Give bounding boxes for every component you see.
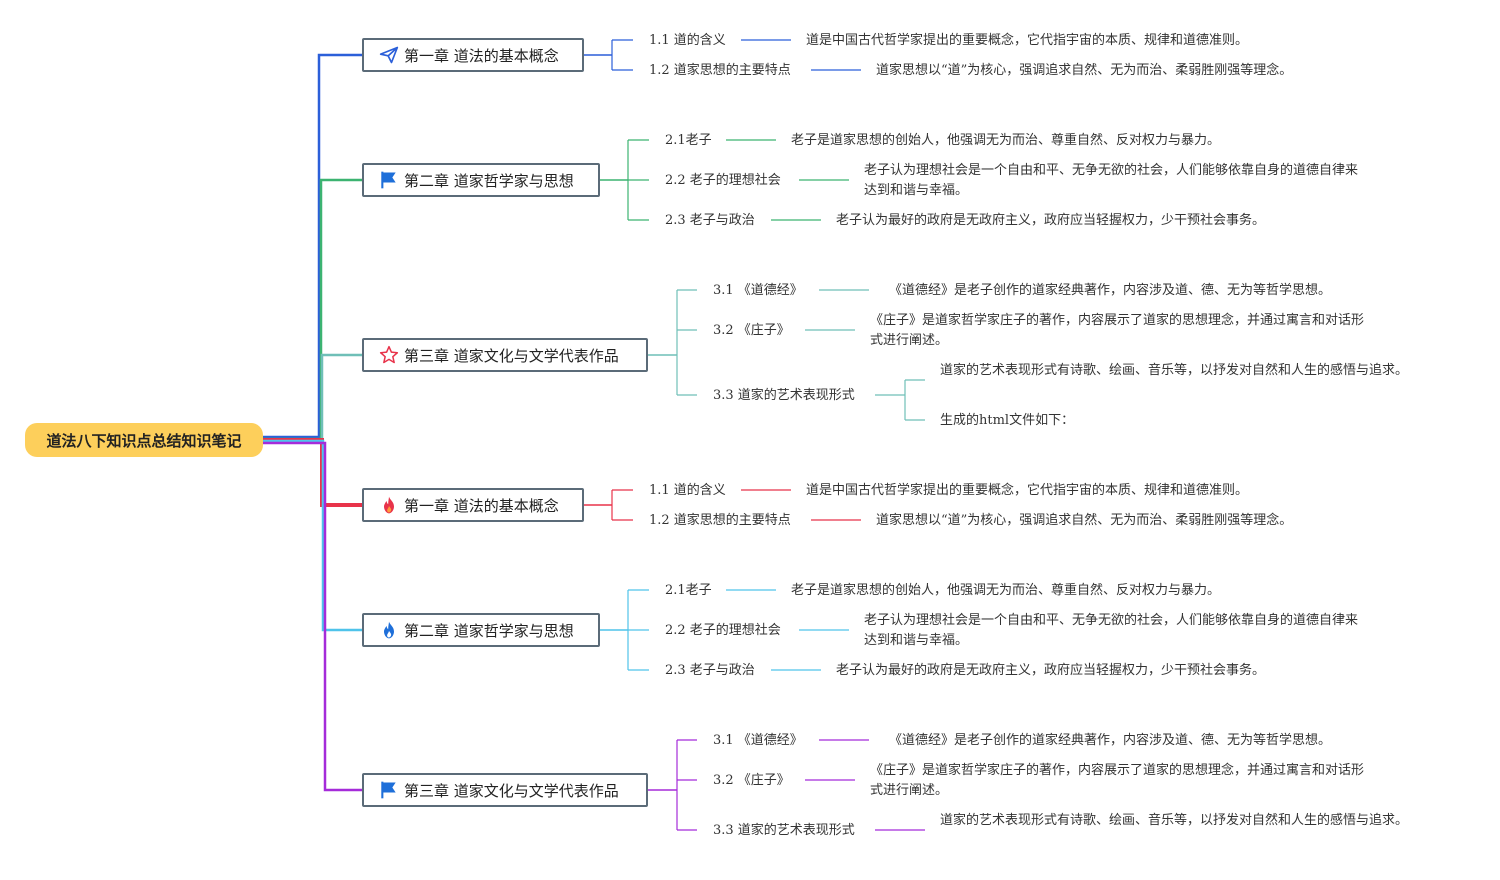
- trunk-connector: [263, 439, 362, 632]
- section-desc: 道家思想以“道”为核心，强调追求自然、无为而治、柔弱胜刚强等理念。: [876, 63, 1293, 78]
- section-desc: 老子认为最好的政府是无政府主义，政府应当轻握权力，少干预社会事务。: [836, 663, 1266, 678]
- section-label[interactable]: 2.3 老子与政治: [665, 663, 755, 678]
- section-desc: 《庄子》是道家哲学家庄子的著作，内容展示了道家的思想理念，并通过寓言和对话形式进…: [870, 763, 1365, 798]
- chapter-label: 第一章 道法的基本概念: [404, 496, 559, 515]
- section-label[interactable]: 2.2 老子的理想社会: [665, 623, 781, 638]
- section-desc: 道家思想以“道”为核心，强调追求自然、无为而治、柔弱胜刚强等理念。: [876, 513, 1293, 528]
- section-label[interactable]: 3.2 《庄子》: [713, 323, 790, 338]
- section-desc: 老子认为最好的政府是无政府主义，政府应当轻握权力，少干预社会事务。: [836, 213, 1266, 228]
- section-label[interactable]: 2.3 老子与政治: [665, 213, 755, 228]
- section-label[interactable]: 2.1老子: [665, 583, 712, 598]
- chapter-label: 第一章 道法的基本概念: [404, 46, 559, 65]
- section-label[interactable]: 1.2 道家思想的主要特点: [649, 63, 791, 78]
- root-topic[interactable]: 道法八下知识点总结知识笔记: [25, 423, 263, 457]
- section-desc: 《庄子》是道家哲学家庄子的著作，内容展示了道家的思想理念，并通过寓言和对话形式进…: [870, 313, 1365, 348]
- section-label[interactable]: 1.2 道家思想的主要特点: [649, 513, 791, 528]
- section-label[interactable]: 3.2 《庄子》: [713, 773, 790, 788]
- section-desc: 道是中国古代哲学家提出的重要概念，它代指宇宙的本质、规律和道德准则。: [806, 483, 1249, 498]
- section-label[interactable]: 3.3 道家的艺术表现形式: [713, 388, 855, 403]
- section-desc: 道家的艺术表现形式有诗歌、绘画、音乐等，以抒发对自然和人生的感悟与追求。: [940, 363, 1409, 378]
- section-label[interactable]: 2.2 老子的理想社会: [665, 173, 781, 188]
- chapter-node[interactable]: 第三章 道家文化与文学代表作品: [362, 338, 648, 372]
- section-label[interactable]: 3.1 《道德经》: [713, 283, 803, 298]
- section-label[interactable]: 3.1 《道德经》: [713, 733, 803, 748]
- section-desc: 《道德经》是老子创作的道家经典著作，内容涉及道、德、无为等哲学思想。: [889, 733, 1332, 748]
- trunk-connector: [263, 53, 362, 439]
- star-icon: [378, 344, 400, 366]
- section-desc: 老子认为理想社会是一个自由和平、无争无欲的社会，人们能够依靠自身的道德自律来达到…: [864, 613, 1359, 648]
- chapter-label: 第三章 道家文化与文学代表作品: [404, 346, 619, 365]
- trunk-connector: [263, 441, 362, 792]
- section-desc: 老子是道家思想的创始人，他强调无为而治、尊重自然、反对权力与暴力。: [791, 133, 1221, 148]
- trunk-connector: [263, 178, 362, 441]
- section-desc: 生成的html文件如下：: [940, 413, 1075, 428]
- chapter-label: 第三章 道家文化与文学代表作品: [404, 781, 619, 800]
- flame-icon: [378, 619, 400, 641]
- chapter-label: 第二章 道家哲学家与思想: [404, 171, 574, 190]
- chapter-node[interactable]: 第一章 道法的基本概念: [362, 488, 584, 522]
- section-label[interactable]: 3.3 道家的艺术表现形式: [713, 823, 855, 838]
- chapter-node[interactable]: 第二章 道家哲学家与思想: [362, 163, 600, 197]
- flag-icon: [378, 169, 400, 191]
- flag-icon: [378, 779, 400, 801]
- chapter-node[interactable]: 第二章 道家哲学家与思想: [362, 613, 600, 647]
- section-label[interactable]: 2.1老子: [665, 133, 712, 148]
- section-desc: 老子认为理想社会是一个自由和平、无争无欲的社会，人们能够依靠自身的道德自律来达到…: [864, 163, 1359, 198]
- chapter-node[interactable]: 第一章 道法的基本概念: [362, 38, 584, 72]
- section-label[interactable]: 1.1 道的含义: [649, 483, 726, 498]
- section-desc: 《道德经》是老子创作的道家经典著作，内容涉及道、德、无为等哲学思想。: [889, 283, 1332, 298]
- paper-plane-icon: [378, 44, 400, 66]
- section-desc: 道家的艺术表现形式有诗歌、绘画、音乐等，以抒发对自然和人生的感悟与追求。: [940, 813, 1409, 828]
- fire-icon: [378, 494, 400, 516]
- section-desc: 道是中国古代哲学家提出的重要概念，它代指宇宙的本质、规律和道德准则。: [806, 33, 1249, 48]
- chapter-label: 第二章 道家哲学家与思想: [404, 621, 574, 640]
- trunk-connector: [263, 438, 362, 507]
- section-desc: 老子是道家思想的创始人，他强调无为而治、尊重自然、反对权力与暴力。: [791, 583, 1221, 598]
- chapter-node[interactable]: 第三章 道家文化与文学代表作品: [362, 773, 648, 807]
- trunk-connector: [263, 353, 362, 442]
- section-label[interactable]: 1.1 道的含义: [649, 33, 726, 48]
